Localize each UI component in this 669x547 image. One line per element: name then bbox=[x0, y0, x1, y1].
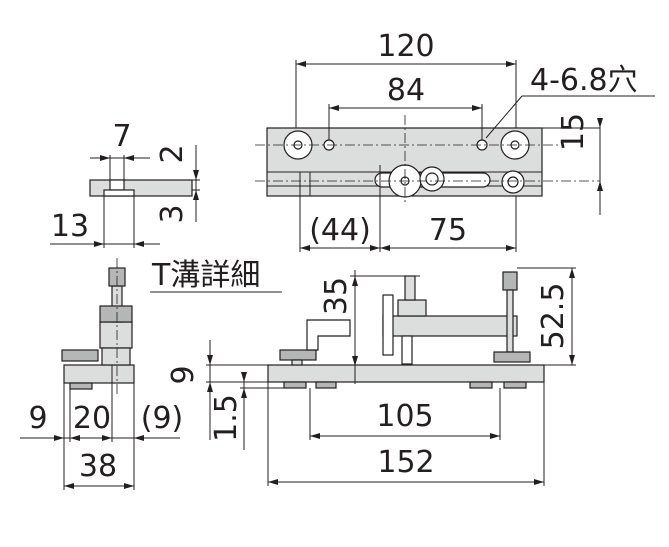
side-view-base bbox=[63, 364, 135, 384]
front-view-base-plate bbox=[267, 364, 545, 383]
dim-120-label: 120 bbox=[377, 29, 434, 64]
dim-20-label: 20 bbox=[73, 401, 111, 436]
dim-105-label: 105 bbox=[376, 399, 433, 434]
dim-152-label: 152 bbox=[377, 445, 434, 480]
dim-9-right-label: (9) bbox=[141, 401, 184, 436]
dim-9-vertical-label: 9 bbox=[166, 365, 201, 384]
dim-15-label: 15 bbox=[556, 113, 591, 151]
side-view-dimensions: 9 20 (9) 38 bbox=[20, 365, 183, 490]
dim-44-label: (44) bbox=[309, 213, 371, 248]
side-view bbox=[61, 258, 135, 395]
dim-35-label: 35 bbox=[319, 277, 354, 315]
top-view-dimensions: 120 84 4-6.8穴 15 (44) 75 bbox=[295, 29, 655, 252]
clamp-arm bbox=[382, 315, 518, 337]
front-view bbox=[267, 271, 545, 389]
hole-spec-label: 4-6.8穴 bbox=[530, 63, 638, 98]
dim-7-label: 7 bbox=[112, 119, 131, 154]
dim-84-label: 84 bbox=[387, 73, 425, 108]
dim-75-label: 75 bbox=[429, 213, 467, 248]
dim-3-label: 3 bbox=[155, 204, 190, 223]
dim-52-5-label: 52.5 bbox=[536, 283, 571, 350]
front-view-dimensions: 35 52.5 9 1.5 105 152 bbox=[166, 267, 576, 486]
dim-38-label: 38 bbox=[79, 449, 117, 484]
dim-1-5-label: 1.5 bbox=[209, 394, 244, 442]
dim-2-label: 2 bbox=[155, 144, 190, 163]
dim-9-left-label: 9 bbox=[28, 401, 47, 436]
t-slot-detail: 7 2 3 13 T溝詳細 bbox=[50, 119, 282, 293]
top-view bbox=[255, 115, 600, 205]
t-slot-detail-title: T溝詳細 bbox=[151, 258, 260, 293]
dim-13-label: 13 bbox=[51, 209, 89, 244]
